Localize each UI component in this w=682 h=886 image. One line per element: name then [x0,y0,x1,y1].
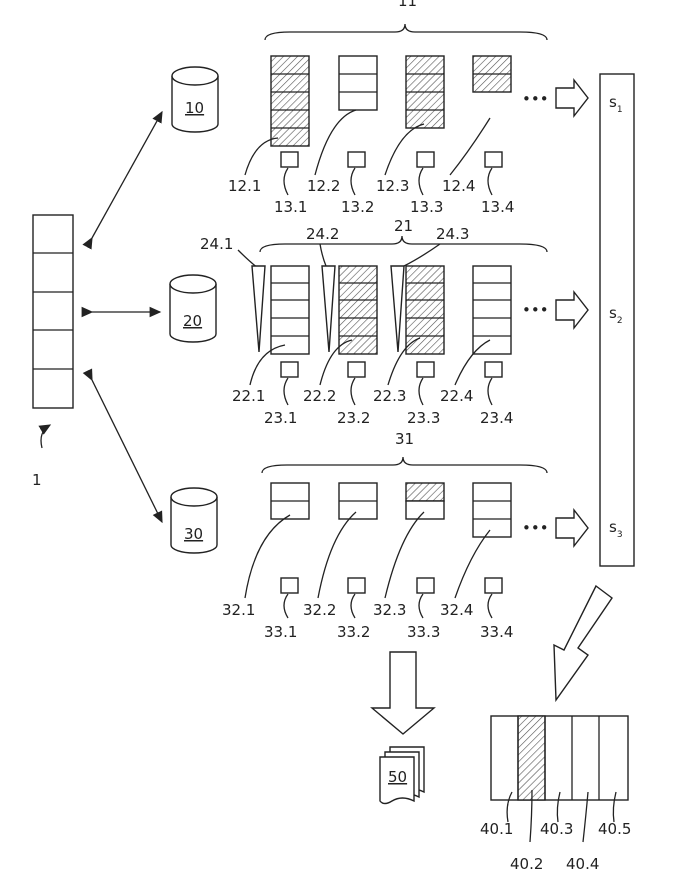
label-12-2: 12.2 [307,177,340,195]
block-12-2 [339,56,377,110]
label-32-1: 32.1 [222,601,255,619]
brace-11 [265,24,547,40]
label-12-4: 12.4 [442,177,475,195]
label-40-4: 40.4 [566,855,599,873]
label-33-2: 33.2 [337,623,370,641]
label-24-3: 24.3 [436,225,469,243]
label-13-1: 13.1 [274,198,307,216]
label-12-1: 12.1 [228,177,261,195]
label-23-1: 23.1 [264,409,297,427]
leader-24-2 [320,244,326,266]
db-20-label: 20 [183,312,202,330]
row2-ellipsis: ••• [522,301,549,319]
label-33-1: 33.1 [264,623,297,641]
arrow-stack-db30 [92,380,162,522]
database-20: 20 [170,275,216,342]
label-11: 11 [398,0,417,10]
row3-ellipsis: ••• [522,519,549,537]
label-13-3: 13.3 [410,198,443,216]
aggregate-bar: s1 s2 s3 [600,74,634,566]
label-1: 1 [32,471,42,489]
label-22-3: 22.3 [373,387,406,405]
label-32-3: 32.3 [373,601,406,619]
leader-24-3 [404,244,440,266]
row1-arrow [556,80,588,116]
block-32-3 [406,483,444,519]
brace-21 [260,236,547,252]
block-32-2 [339,483,377,519]
block-12-4 [473,56,511,92]
label-13-2: 13.2 [341,198,374,216]
label-23-3: 23.3 [407,409,440,427]
label-22-2: 22.2 [303,387,336,405]
label-22-4: 22.4 [440,387,473,405]
block-22-1 [271,266,309,354]
label-32-4: 32.4 [440,601,473,619]
block-22-2 [339,266,377,354]
row3-arrow [556,510,588,546]
label-24-2: 24.2 [306,225,339,243]
label-33-3: 33.3 [407,623,440,641]
label-23-4: 23.4 [480,409,513,427]
stack-pointer [41,425,50,448]
label-40-5: 40.5 [598,820,631,838]
row1-ellipsis: ••• [522,90,549,108]
label-23-2: 23.2 [337,409,370,427]
row2-arrow [556,292,588,328]
arrow-stack-db10 [92,112,162,238]
label-40-3: 40.3 [540,820,573,838]
block-22-4 [473,266,511,354]
database-30: 30 [171,488,217,553]
doc-50-label: 50 [388,768,407,786]
label-40-2: 40.2 [510,855,543,873]
label-22-1: 22.1 [232,387,265,405]
label-32-2: 32.2 [303,601,336,619]
brace-31 [262,457,547,473]
big-diagonal-arrow [554,586,612,700]
label-24-1: 24.1 [200,235,233,253]
block-22-3 [406,266,444,354]
db-30-label: 30 [184,525,203,543]
result-block-40 [491,716,628,800]
block-32-4 [473,483,511,537]
db-10-label: 10 [185,99,204,117]
database-10: 10 [172,67,218,132]
label-31: 31 [395,430,414,448]
label-12-3: 12.3 [376,177,409,195]
block-12-1 [271,56,309,146]
row3-tags [281,578,502,593]
label-21: 21 [394,217,413,235]
output-document-50: 50 [380,747,424,804]
label-40-1: 40.1 [480,820,513,838]
label-13-4: 13.4 [481,198,514,216]
down-arrow-50 [372,652,434,734]
block-32-1 [271,483,309,519]
label-33-4: 33.4 [480,623,513,641]
storage-stack-1 [33,215,73,408]
block-12-3 [406,56,444,128]
